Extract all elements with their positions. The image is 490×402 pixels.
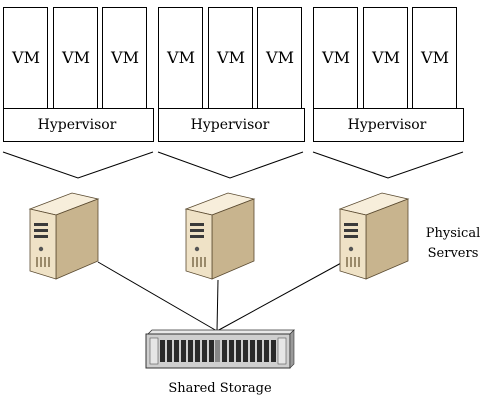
host-3-vm-2-box <box>363 7 408 109</box>
host-3-vm-3-box <box>412 7 457 109</box>
server-icon-1 <box>29 192 99 280</box>
host-2-vm-3-label: VM <box>266 48 294 67</box>
host-1-vm-2-label: VM <box>62 48 90 67</box>
host-1-vm-3-label: VM <box>111 48 139 67</box>
host-2-vm-2-box <box>208 7 253 109</box>
host-2-vm-1-box <box>158 7 203 109</box>
storage-array-icon <box>145 329 295 369</box>
host-3-chevron <box>312 151 464 179</box>
host-1-vm-2-box <box>53 7 98 109</box>
host-1-chevron <box>2 151 154 179</box>
server-icon-3 <box>339 192 409 280</box>
host-2-hypervisor-label: Hypervisor <box>190 117 270 133</box>
host-1 <box>2 7 154 179</box>
host-3-vm-1-box <box>313 7 358 109</box>
storage-connections <box>97 261 344 332</box>
server-icon-2 <box>185 192 255 280</box>
host-3-vm-3-label: VM <box>421 48 449 67</box>
host-2 <box>157 7 305 179</box>
host-3 <box>312 7 464 179</box>
host-2-vm-2-label: VM <box>217 48 245 67</box>
connection-line-1 <box>97 261 218 332</box>
host-3-hypervisor-label: Hypervisor <box>347 117 427 133</box>
host-1-vm-1-box <box>3 7 48 109</box>
host-2-vm-1-label: VM <box>167 48 195 67</box>
host-3-vm-2-label: VM <box>372 48 400 67</box>
host-1-vm-3-box <box>102 7 147 109</box>
host-1-hypervisor-label: Hypervisor <box>37 117 117 133</box>
connection-line-3 <box>216 261 344 332</box>
physical-servers-label-line-2: Servers <box>427 246 479 261</box>
host-2-vm-3-box <box>257 7 302 109</box>
storage-drive-slots <box>160 340 276 362</box>
physical-servers-label-line-1: Physical <box>425 226 481 241</box>
host-2-chevron <box>157 151 304 179</box>
connection-line-2 <box>216 279 219 332</box>
host-3-vm-1-label: VM <box>322 48 350 67</box>
shared-storage-label: Shared Storage <box>168 381 272 396</box>
host-1-vm-1-label: VM <box>12 48 40 67</box>
